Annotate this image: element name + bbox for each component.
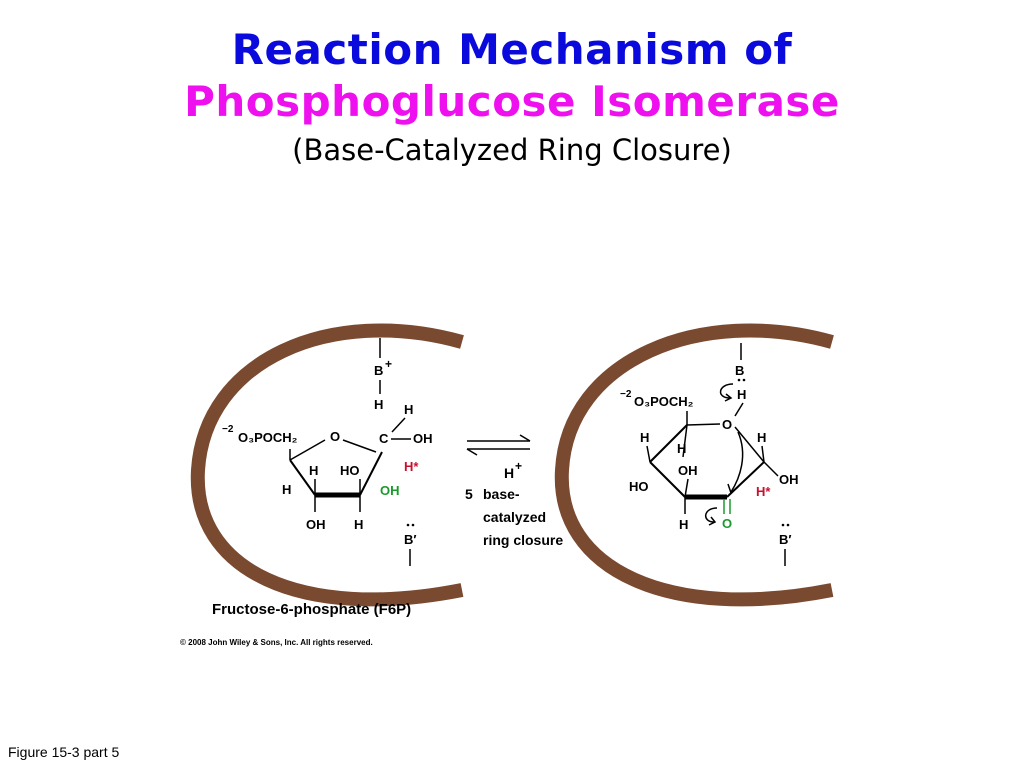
left-phosphate-charge: −2 <box>222 424 234 435</box>
right-c3-h: H <box>679 517 688 532</box>
right-base-bottom: B′ <box>779 532 792 547</box>
right-c5-h-top: H <box>640 430 649 445</box>
step-number: 5 <box>465 486 473 502</box>
released-proton-h: H <box>504 465 514 481</box>
left-base-top-charge: + <box>385 357 392 371</box>
right-h-star: H* <box>756 484 771 499</box>
right-phosphate: O₃POCH₂ <box>634 394 694 409</box>
title-line-2: Phosphoglucose Isomerase <box>184 77 840 126</box>
copyright: © 2008 John Wiley & Sons, Inc. All right… <box>180 638 373 647</box>
right-molecule: B H −2 O₃POCH₂ O H H OH HO H OH <box>620 343 799 566</box>
left-ring-o: O <box>330 429 340 444</box>
left-c1-h: H <box>404 402 413 417</box>
left-c1-c: C <box>379 431 389 446</box>
enzyme-pocket-right <box>554 323 834 607</box>
left-base-top-h: H <box>374 397 383 412</box>
title-line-1: Reaction Mechanism of <box>231 25 793 74</box>
left-oh-green: OH <box>380 483 400 498</box>
right-c6-ho: HO <box>629 479 649 494</box>
right-ring-o: O <box>722 417 732 432</box>
equilibrium-arrow <box>466 434 531 456</box>
left-molecule: B + H H C OH −2 O₃POCH₂ O H* OH H HO H O… <box>222 338 433 566</box>
left-c3-ho: HO <box>340 463 360 478</box>
right-c5-h: H <box>677 441 686 456</box>
right-phosphate-charge: −2 <box>620 389 632 400</box>
left-c5-h: H <box>282 482 291 497</box>
right-base-top-h: H <box>737 387 746 402</box>
left-base-bottom: B′ <box>404 532 417 547</box>
right-c1-oh: OH <box>779 472 799 487</box>
subtitle: (Base-Catalyzed Ring Closure) <box>292 133 732 167</box>
left-h-star: H* <box>404 459 419 474</box>
enzyme-pocket-left <box>190 323 464 607</box>
right-base-top: B <box>735 363 744 378</box>
right-c1-h: H <box>757 430 766 445</box>
figure-reference: Figure 15-3 part 5 <box>8 744 120 760</box>
left-c3-h: H <box>354 517 363 532</box>
left-c1-oh: OH <box>413 431 433 446</box>
step-label-line-2: catalyzed <box>483 509 546 525</box>
left-c4-h: H <box>309 463 318 478</box>
right-c4-oh: OH <box>678 463 698 478</box>
left-phosphate: O₃POCH₂ <box>238 430 298 445</box>
step-label-line-3: ring closure <box>483 532 563 548</box>
title-block: Reaction Mechanism of Phosphoglucose Iso… <box>0 24 1024 170</box>
right-carbonyl-o: O <box>722 516 732 531</box>
figure-caption: Fructose-6-phosphate (F6P) <box>212 601 411 618</box>
left-base-top: B <box>374 363 383 378</box>
left-c4-oh: OH <box>306 517 326 532</box>
step-label-line-1: base- <box>483 486 520 502</box>
released-proton-charge: + <box>515 459 522 473</box>
